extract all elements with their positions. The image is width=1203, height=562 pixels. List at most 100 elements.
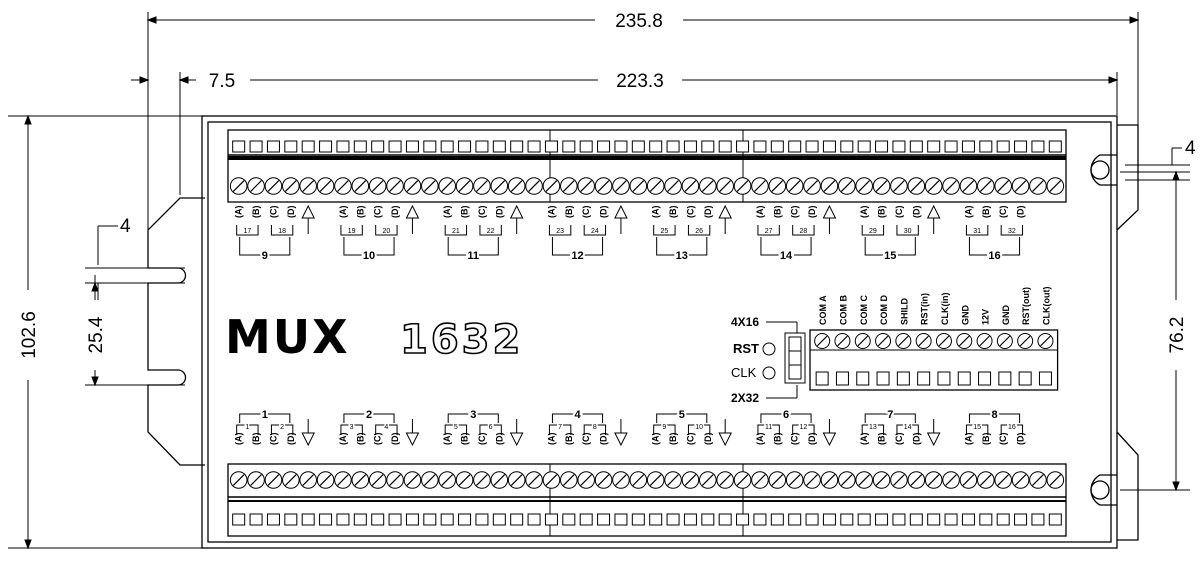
screw-icon — [1011, 471, 1030, 489]
pair-bracket — [687, 225, 711, 236]
pair-number: 21 — [452, 228, 460, 235]
pair-number: 4 — [384, 424, 388, 431]
terminal-slot — [857, 513, 871, 526]
terminal-slot — [840, 513, 854, 526]
pair-number: 2 — [280, 424, 284, 431]
terminal-slot — [909, 140, 923, 153]
pair-number: 7 — [558, 424, 562, 431]
group-bracket — [239, 237, 291, 256]
pair-bracket — [757, 225, 780, 236]
screw-icon — [956, 333, 973, 349]
control-terminal-label: RST(out) — [1021, 287, 1031, 325]
channel-letter: (B) — [668, 433, 678, 446]
screw-icon — [855, 471, 873, 489]
terminal-slot — [701, 140, 715, 153]
control-terminal-label: RST(in) — [920, 293, 930, 325]
terminal-slot — [701, 513, 715, 526]
channel-letter: (D) — [911, 206, 921, 219]
channel-letter: (C) — [790, 206, 800, 219]
enclosure-outline — [147, 115, 1139, 549]
mode-switch[interactable] — [784, 332, 806, 384]
pair-number: 17 — [243, 228, 251, 235]
screw-icon — [560, 177, 578, 195]
terminal-slot — [1048, 513, 1062, 526]
screw-icon — [577, 177, 595, 195]
pair-bracket — [1000, 424, 1024, 435]
channel-letter: (C) — [894, 433, 904, 446]
screw-icon — [996, 333, 1013, 349]
pair-bracket — [896, 225, 919, 236]
screw-icon — [942, 177, 960, 195]
terminal-slot — [579, 513, 593, 526]
channel-letter: (C) — [894, 206, 904, 219]
group-bracket — [656, 237, 708, 256]
arrow-down-icon — [718, 432, 732, 447]
screw-icon — [1046, 177, 1065, 195]
screw-icon — [490, 471, 509, 489]
terminal-slot — [475, 513, 489, 526]
terminal-slot — [353, 140, 367, 153]
dim-mount-spacing: 76.2 — [1167, 317, 1188, 354]
screw-icon — [542, 471, 561, 489]
screw-icon — [834, 333, 851, 349]
arrow-up-icon — [509, 204, 524, 219]
group-number: 9 — [262, 250, 268, 262]
screw-icon — [229, 471, 248, 489]
screw-icon — [299, 471, 317, 489]
screw-icon — [664, 471, 682, 489]
channel-letter: (B) — [772, 433, 782, 446]
screw-icon — [935, 333, 952, 349]
pair-number: 5 — [454, 424, 458, 431]
group-number: 14 — [780, 250, 793, 262]
screw-icon — [716, 177, 734, 195]
terminal-slot — [1014, 140, 1028, 153]
pair-bracket — [548, 225, 572, 236]
channel-letter: (A) — [755, 433, 765, 446]
screw-icon — [875, 333, 892, 349]
screw-icon — [915, 333, 932, 349]
pair-bracket — [270, 225, 294, 236]
screw-icon — [820, 177, 839, 195]
terminal-slot — [336, 513, 350, 526]
terminal-slot — [597, 513, 611, 526]
group-number: 12 — [571, 250, 583, 262]
group-number: 15 — [884, 250, 896, 262]
terminal-slot — [492, 140, 506, 153]
control-slot — [815, 371, 829, 386]
channel-letter: (A) — [338, 206, 348, 219]
pair-bracket — [548, 424, 572, 435]
channel-letter: (D) — [703, 433, 713, 446]
control-terminal-label: COM C — [859, 295, 869, 325]
terminal-slot — [979, 513, 993, 526]
group-number: 4 — [574, 409, 581, 421]
terminal-slot — [510, 513, 524, 526]
channel-letter: (B) — [668, 206, 678, 219]
pair-number: 15 — [973, 424, 981, 431]
screw-icon — [751, 471, 769, 489]
control-terminal-label: COM D — [879, 295, 889, 325]
control-terminal-label: COM B — [838, 295, 848, 325]
channel-letter: (C) — [581, 433, 591, 446]
channel-letter: (B) — [772, 206, 782, 219]
channel-letter: (D) — [286, 206, 296, 219]
channel-letter: (B) — [877, 433, 887, 446]
dim-overall-width: 235.8 — [615, 11, 663, 32]
channel-letter: (D) — [1016, 433, 1026, 446]
pair-number: 11 — [765, 424, 772, 431]
channel-letter: (D) — [494, 433, 504, 446]
pair-number: 6 — [489, 424, 493, 431]
control-terminal-block — [809, 329, 1059, 391]
channel-letter: (C) — [477, 206, 487, 219]
channel-letter: (D) — [807, 206, 817, 219]
channel-letter: (D) — [494, 206, 504, 219]
channel-letter: (B) — [355, 433, 365, 446]
control-slot — [896, 371, 910, 386]
terminal-slot — [544, 140, 558, 153]
terminal-slot — [371, 140, 385, 153]
screw-icon — [490, 177, 509, 195]
terminal-slot — [614, 513, 628, 526]
screw-icon — [612, 177, 630, 195]
